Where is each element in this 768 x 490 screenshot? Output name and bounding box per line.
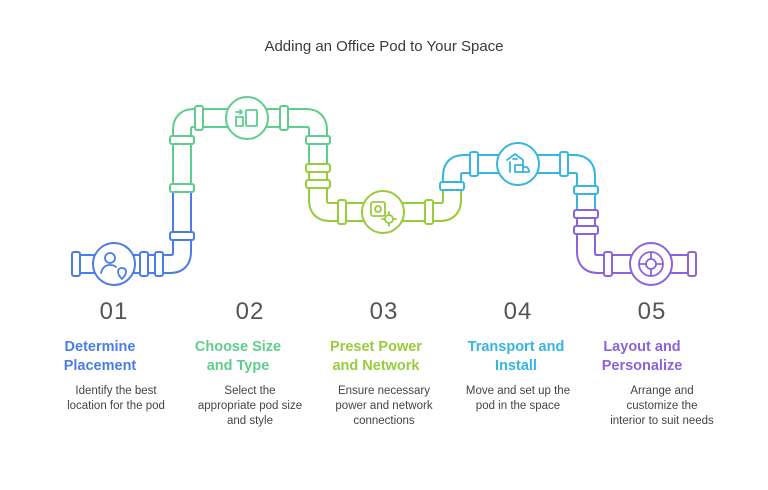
location-person-icon [92, 242, 136, 286]
pipeline-graphic: .p1 { stroke:#4a7de6; } .p2 { stroke:#5f… [71, 96, 697, 286]
compass-dial-icon [629, 242, 673, 286]
resize-icon [225, 96, 269, 140]
step-number: 04 [503, 298, 533, 325]
step-number: 02 [235, 298, 265, 325]
step-number: 05 [637, 298, 667, 325]
gear-settings-icon [361, 190, 405, 234]
pipe-segment-5 [576, 215, 690, 274]
step-number: 03 [369, 298, 399, 325]
diagram-title: Adding an Office Pod to Your Space [264, 38, 504, 55]
pipe-flanges [71, 105, 697, 277]
pipe-segment-1 [78, 190, 192, 274]
step-number: 01 [99, 298, 129, 325]
truck-warehouse-icon [496, 142, 540, 186]
